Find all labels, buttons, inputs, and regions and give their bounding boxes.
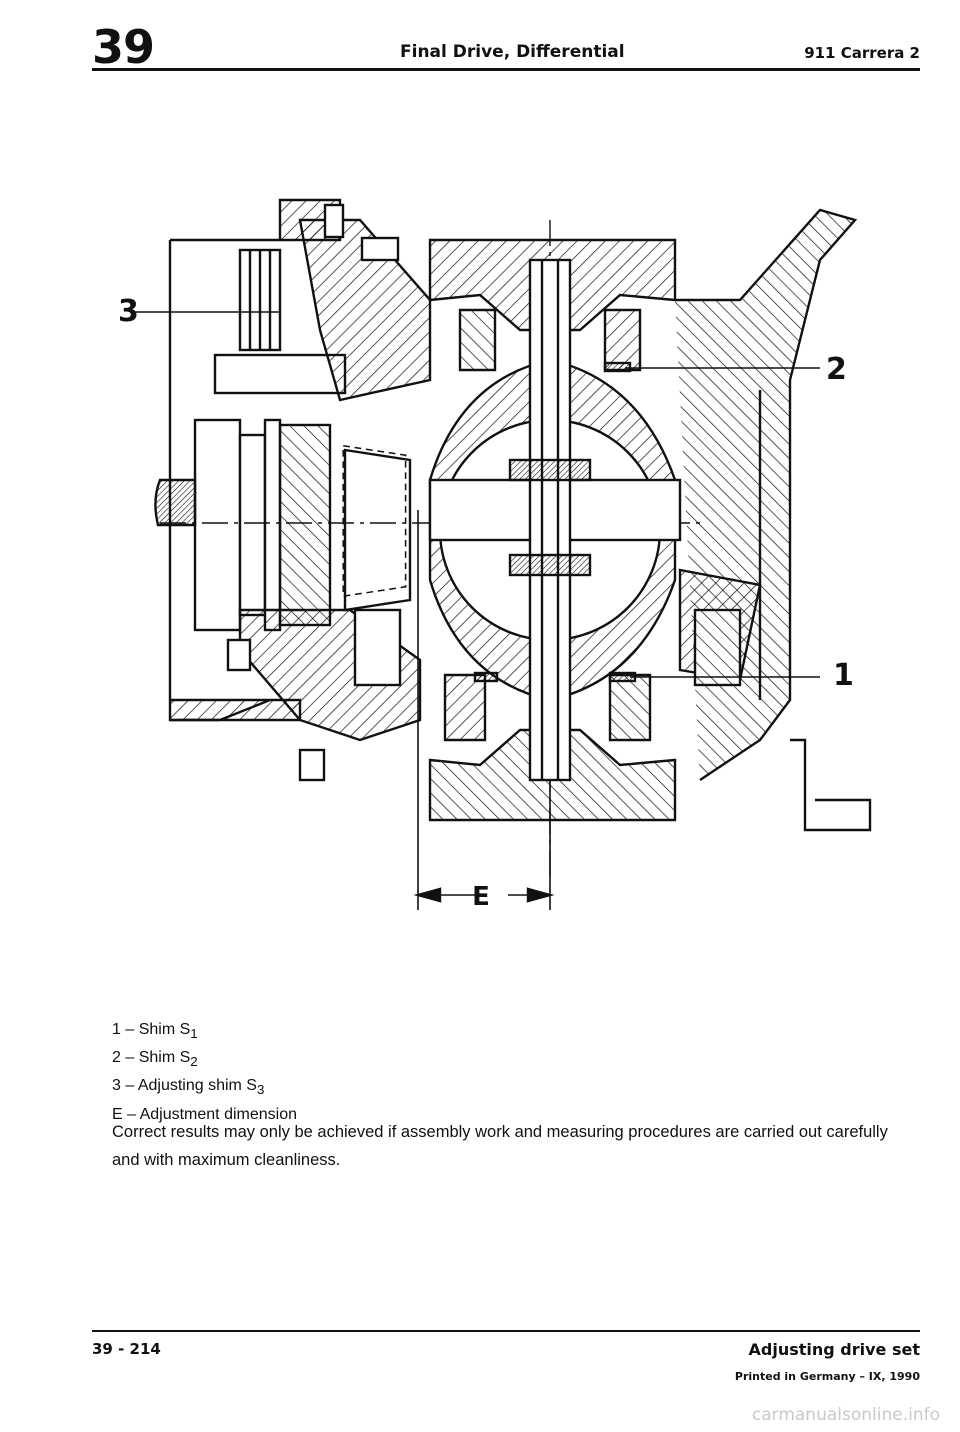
callout-3: 3: [118, 294, 139, 329]
callout-1: 1: [833, 658, 854, 693]
legend-item: E – Adjustment dimension: [112, 1105, 297, 1123]
differential-drawing: E: [132, 198, 872, 912]
print-info: Printed in Germany – IX, 1990: [734, 1370, 920, 1383]
legend-item: 2 – Shim S2: [112, 1049, 198, 1070]
section-title: Adjusting drive set: [748, 1340, 920, 1359]
dimension-e-label: E: [472, 882, 490, 912]
page-title: Final Drive, Differential: [400, 42, 625, 62]
differential-cross-section-figure: E 3 2 1: [100, 180, 900, 940]
header-rule: [92, 68, 920, 71]
legend: 1 – Shim S1 2 – Shim S2 3 – Adjusting sh…: [112, 1018, 297, 1127]
callout-2: 2: [826, 352, 847, 387]
section-number: 39: [92, 20, 155, 74]
watermark: carmanualsonline.info: [751, 1405, 940, 1425]
model-name: 911 Carrera 2: [804, 44, 920, 62]
legend-item: 3 – Adjusting shim S3: [112, 1077, 265, 1098]
page-number: 39 - 214: [92, 1340, 161, 1358]
footer-rule: [92, 1330, 920, 1332]
legend-item: 1 – Shim S1: [112, 1021, 198, 1042]
cleanliness-note: Correct results may only be achieved if …: [112, 1123, 888, 1169]
